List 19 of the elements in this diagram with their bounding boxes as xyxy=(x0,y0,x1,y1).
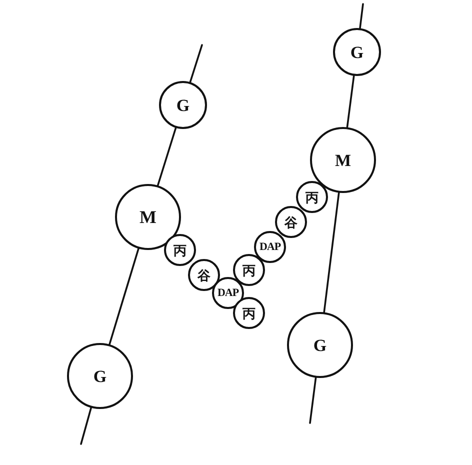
circle-node: G xyxy=(333,28,381,76)
circle-node: 丙 xyxy=(233,254,265,286)
circle-node: 丙 xyxy=(296,181,328,213)
circle-node: G xyxy=(287,312,353,378)
circle-node: G xyxy=(159,81,207,129)
chain-line xyxy=(189,44,203,83)
circle-node: G xyxy=(67,343,133,409)
circle-node: M xyxy=(310,127,376,193)
chain-line xyxy=(80,406,92,445)
circle-node: 丙 xyxy=(164,234,196,266)
circle-node: DAP xyxy=(254,231,286,263)
circle-node: 谷 xyxy=(275,206,307,238)
chain-line xyxy=(323,192,340,314)
chain-line xyxy=(108,248,140,346)
chain-line xyxy=(156,127,177,186)
circle-node: 丙 xyxy=(233,297,265,329)
chain-line xyxy=(309,376,317,424)
chain-line xyxy=(346,74,355,128)
chain-line xyxy=(359,3,364,30)
